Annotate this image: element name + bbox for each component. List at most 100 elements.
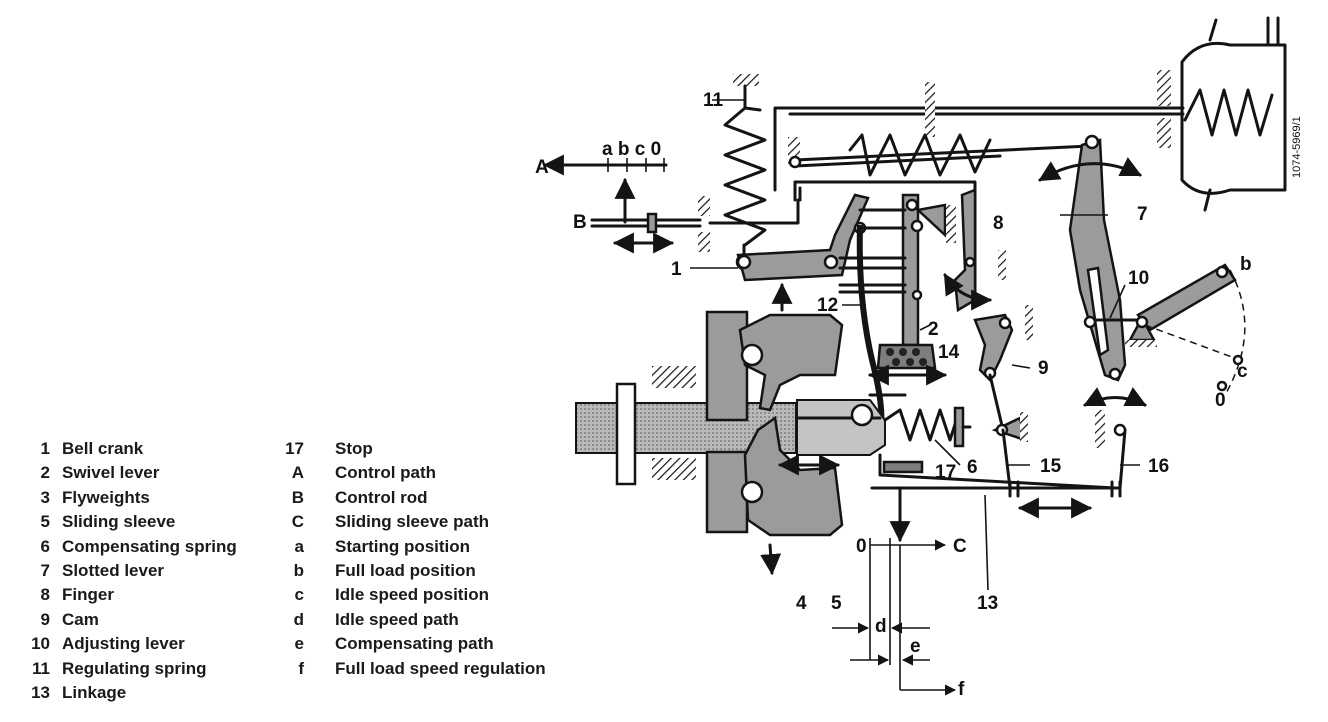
legend-item: 2 Swivel lever (0, 463, 600, 485)
legend-item-number: 7 (40, 561, 50, 580)
label-13: 13 (977, 593, 998, 614)
legend-item: 13 Linkage (0, 683, 600, 705)
legend-item-text: Cam (62, 609, 99, 629)
lever-12 (856, 224, 907, 433)
legend-item: 1 Bell crank (0, 439, 600, 461)
label-lever-0: 0 (1215, 390, 1226, 411)
legend-item: 8 Finger (0, 585, 600, 607)
legend-item-number: e (294, 634, 304, 654)
legend-item: A Control path (0, 463, 600, 485)
flyweight-assembly (575, 310, 1127, 537)
legend-item-text: Control rod (335, 487, 428, 507)
adjusting-lever-10 (1083, 263, 1246, 396)
swivel-lever-2 (838, 193, 956, 370)
legend-item: b Full load position (0, 561, 600, 583)
label-f: f (958, 679, 965, 700)
housing-spring-assembly (1157, 16, 1287, 212)
legend-item-number: 8 (40, 585, 50, 605)
legend-item: B Control rod (0, 488, 600, 510)
legend-item-text: Sliding sleeve path (335, 512, 489, 532)
label-15: 15 (1040, 456, 1062, 477)
legend-item: 10 Adjusting lever (0, 634, 600, 656)
label-4: 4 (796, 593, 807, 614)
label-11: 11 (703, 90, 724, 111)
regulating-spring (723, 74, 767, 271)
figure-id: 1074-5969/1 (1291, 116, 1303, 178)
legend-item-text: Bell crank (62, 439, 144, 458)
legend-item-number: 9 (40, 609, 50, 629)
legend-item-number: 2 (40, 463, 50, 483)
label-17: 17 (935, 462, 956, 483)
legend-item-text: Sliding sleeve (62, 512, 176, 532)
label-6: 6 (967, 457, 978, 478)
label-12: 12 (817, 295, 838, 316)
legend-item-text: Flyweights (62, 487, 150, 507)
legend-item-text: Full load position (335, 561, 476, 580)
legend-item-number: f (298, 658, 304, 678)
legend-item-number: A (291, 463, 304, 483)
legend-item-text: Compensating spring (62, 536, 237, 556)
leader-lines (690, 99, 1140, 591)
legend-item-number: 6 (40, 536, 50, 556)
legend-item: c Idle speed position (0, 585, 600, 607)
legend-item-number: 5 (40, 512, 50, 532)
label-9: 9 (1038, 358, 1049, 379)
label-5: 5 (831, 593, 842, 614)
label-e: e (910, 636, 921, 657)
legend-item-text: Adjusting lever (62, 634, 185, 654)
legend-item-text: Starting position (335, 536, 471, 556)
label-B: B (573, 212, 587, 233)
diagram-text-labels: 11 1 12 2 14 8 7 10 9 6 15 16 17 4 5 13 … (535, 90, 1303, 700)
label-A: A (535, 157, 549, 178)
legend-item-number: B (291, 487, 304, 507)
legend-item-number: d (293, 609, 304, 629)
legend-item-number: 1 (40, 439, 50, 458)
label-8: 8 (993, 213, 1004, 234)
label-1: 1 (671, 259, 682, 280)
label-scale-abc0: a b c 0 (602, 139, 661, 160)
legend-item: 6 Compensating spring (0, 537, 600, 559)
legend-item: f Full load speed regulation (0, 659, 600, 681)
label-lever-b: b (1240, 254, 1252, 275)
legend-item-text: Idle speed path (335, 609, 459, 629)
legend-item-text: Idle speed position (335, 585, 489, 605)
legend-item-text: Full load speed regulation (335, 658, 546, 678)
label-2: 2 (928, 319, 939, 340)
legend-item: 3 Flyweights (0, 488, 600, 510)
legend-item-text: Compensating path (335, 634, 494, 654)
legend-item-text: Regulating spring (62, 658, 207, 678)
legend-item: e Compensating path (0, 634, 600, 656)
legend-item: 7 Slotted lever (0, 561, 600, 583)
legend-item-number: 13 (31, 683, 50, 702)
motion-arrows (542, 154, 1147, 696)
legend-item-text: Linkage (62, 683, 127, 702)
legend-item: 9 Cam (0, 610, 600, 632)
legend-item-text: Stop (335, 439, 373, 458)
legend-item-text: Finger (62, 585, 114, 605)
legend-item-number: 3 (40, 487, 50, 507)
legend-item-text: Swivel lever (62, 463, 160, 483)
label-C: C (953, 536, 967, 557)
label-lever-c: c (1237, 361, 1248, 382)
upper-spring-rod (788, 133, 1092, 177)
legend-item: d Idle speed path (0, 610, 600, 632)
legend-item: a Starting position (0, 537, 600, 559)
label-10: 10 (1128, 268, 1149, 289)
legend-item-number: 10 (31, 634, 50, 654)
legend-item-text: Slotted lever (62, 561, 165, 580)
label-16: 16 (1148, 456, 1169, 477)
label-d: d (875, 616, 887, 637)
label-14: 14 (938, 342, 960, 363)
legend-item-number: c (294, 585, 304, 605)
legend-item-text: Control path (335, 463, 437, 483)
top-rod (773, 82, 1185, 192)
legend-item: 5 Sliding sleeve (0, 512, 600, 534)
slotted-lever-7 (1068, 134, 1127, 382)
legend-item-number: b (293, 561, 304, 580)
legend-item-number: a (294, 536, 304, 556)
label-7: 7 (1137, 204, 1148, 225)
